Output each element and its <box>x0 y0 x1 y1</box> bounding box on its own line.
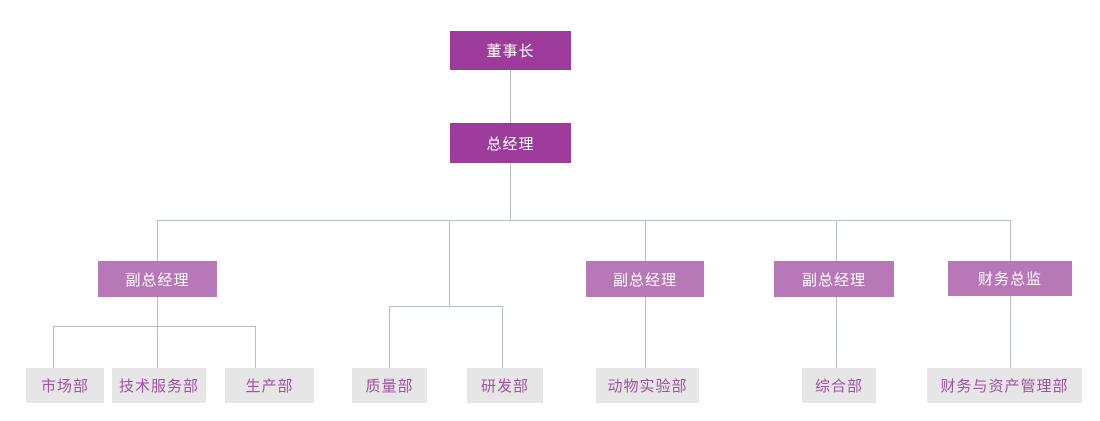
org-node-marketing: 市场部 <box>26 368 104 403</box>
org-node-chairman: 董事长 <box>450 31 571 70</box>
connector-line <box>645 220 646 261</box>
connector-line <box>1010 220 1011 261</box>
connector-line <box>836 220 837 261</box>
org-node-quality: 质量部 <box>352 368 427 403</box>
connector-line <box>53 326 54 368</box>
connector-line <box>389 306 390 368</box>
org-node-vp3: 副总经理 <box>774 261 894 297</box>
org-node-finance-asset: 财务与资产管理部 <box>927 368 1082 403</box>
org-node-production: 生产部 <box>225 368 314 403</box>
connector-line <box>645 297 646 368</box>
connector-line <box>836 297 837 368</box>
org-node-general-affairs: 综合部 <box>802 368 876 403</box>
connector-line <box>502 306 503 368</box>
org-node-rnd: 研发部 <box>467 368 543 403</box>
connector-line <box>157 297 158 326</box>
connector-line <box>510 70 511 123</box>
org-node-general-manager: 总经理 <box>450 123 571 163</box>
connector-line <box>157 220 1011 221</box>
org-node-vp2: 副总经理 <box>586 261 704 297</box>
org-node-finance-director: 财务总监 <box>948 261 1072 296</box>
org-node-tech-service: 技术服务部 <box>112 368 206 403</box>
connector-line <box>1010 296 1011 368</box>
connector-line <box>255 326 256 368</box>
org-node-vp1: 副总经理 <box>98 261 217 297</box>
connector-line <box>449 220 450 306</box>
org-node-animal-lab: 动物实验部 <box>596 368 699 403</box>
connector-line <box>157 326 158 368</box>
connector-line <box>53 326 256 327</box>
connector-line <box>157 220 158 261</box>
connector-line <box>389 306 503 307</box>
connector-line <box>510 163 511 220</box>
